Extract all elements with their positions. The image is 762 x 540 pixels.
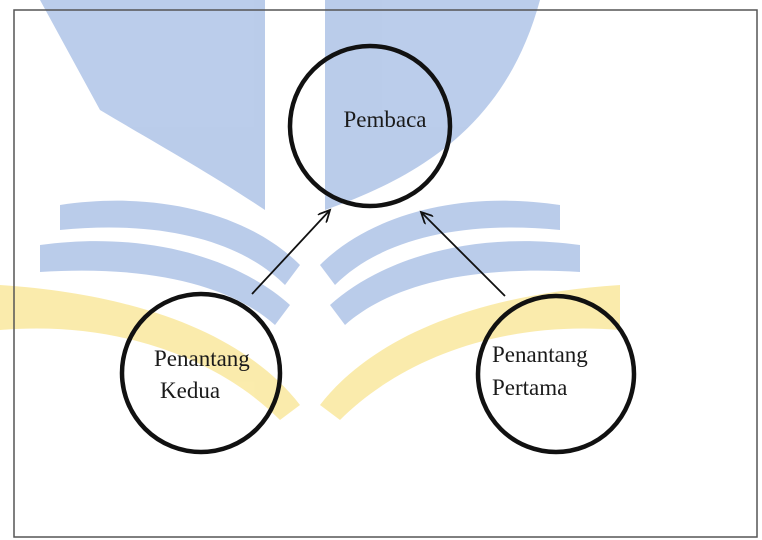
watermark-top-left-shape: [40, 0, 265, 210]
node-penantang-kedua-circle: [119, 291, 283, 455]
node-penantang-pertama: Penantang Pertama: [475, 293, 637, 455]
watermark-book-left: [0, 285, 300, 420]
node-pembaca-circle: [287, 43, 453, 209]
watermark-stripe-right-1: [320, 200, 560, 285]
watermark-stripe-left-2: [40, 241, 290, 325]
node-penantang-kedua-line1: Penantang: [154, 346, 250, 371]
arrow-pertama-to-pembaca: [421, 212, 506, 297]
node-penantang-pertama-line1: Penantang: [492, 342, 588, 367]
diagram-frame: [13, 9, 758, 538]
watermark-logo: [0, 0, 620, 420]
node-penantang-kedua-line2: Kedua: [160, 378, 220, 403]
node-pembaca: Pembaca: [287, 43, 453, 209]
watermark-stripe-left-1: [60, 200, 300, 285]
watermark-stripe-right-2: [330, 241, 580, 325]
node-penantang-kedua: Penantang Kedua: [119, 291, 283, 455]
node-pembaca-label: Pembaca: [343, 107, 426, 132]
arrow-kedua-to-pembaca: [251, 210, 330, 295]
node-penantang-pertama-line2: Pertama: [492, 375, 567, 400]
watermark-top-right-shape: [325, 0, 540, 210]
node-penantang-pertama-circle: [475, 293, 637, 455]
watermark-book-right: [320, 285, 620, 420]
